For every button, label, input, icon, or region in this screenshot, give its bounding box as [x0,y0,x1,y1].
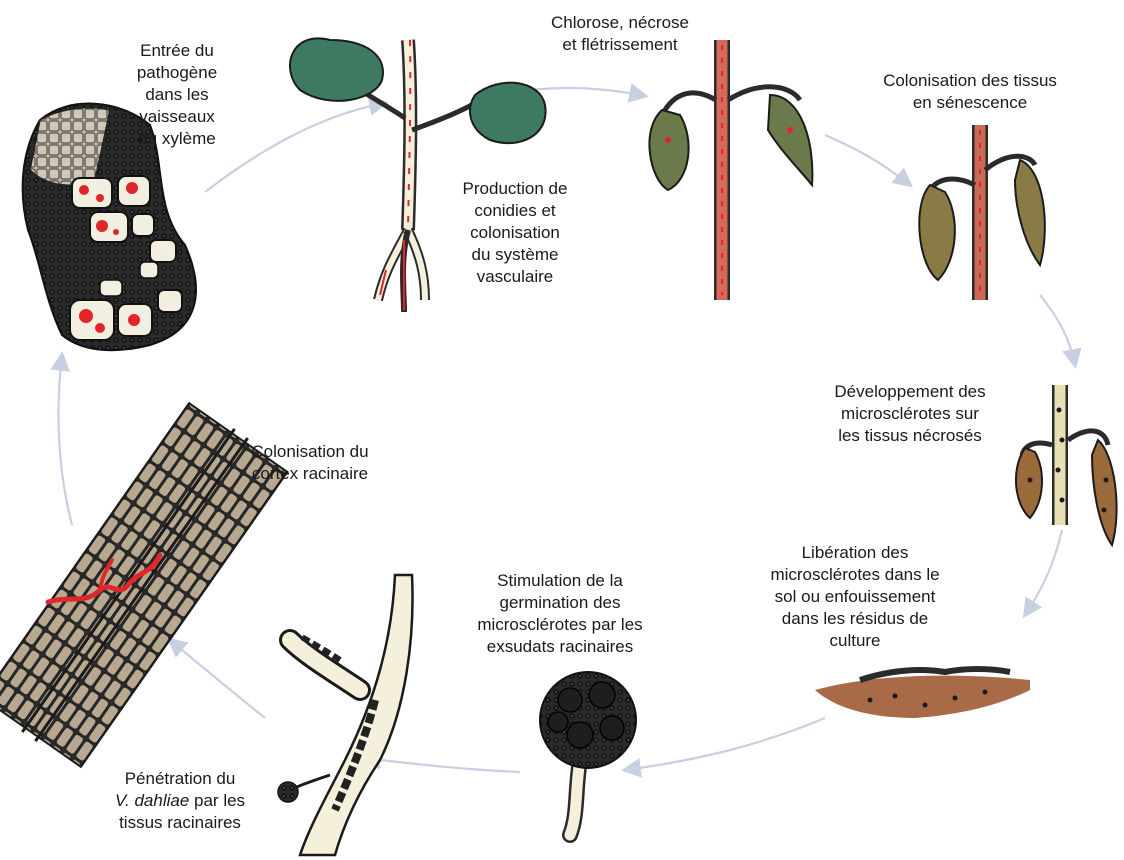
label-line: exsudats racinaires [445,636,675,658]
label-line: microsclérotes dans le [745,564,965,586]
arrow-cortex-to-entree [58,355,72,525]
label-line: Production de [450,178,580,200]
label-colonisation-cortex: Colonisation du cortex racinaire [225,441,395,485]
label-penetration: Pénétration du V. dahliae par les tissus… [85,768,275,834]
label-line: vaisseaux [112,106,242,128]
label-line: dans les [112,84,242,106]
label-line-rest: par les [189,791,245,810]
soil-residue-illustration [815,669,1030,718]
label-line: en sénescence [860,92,1080,114]
arrow-chlorose-to-senescence [825,135,910,185]
label-line: pathogène [112,62,242,84]
label-line: Entrée du [112,40,242,62]
label-line: Libération des [745,542,965,564]
label-line: vasculaire [450,266,580,288]
label-line: dans les résidus de [745,608,965,630]
label-chlorose-necrose: Chlorose, nécrose et flétrissement [520,12,720,56]
label-line: culture [745,630,965,652]
label-line: les tissus nécrosés [805,425,1015,447]
label-colonisation-senescence: Colonisation des tissus en sénescence [860,70,1080,114]
label-line: germination des [445,592,675,614]
label-line: V. dahliae par les [85,790,275,812]
label-developpement-microsclerotes: Développement des microsclérotes sur les… [805,381,1015,447]
germinating-microsclerotium-illustration [540,672,636,835]
label-liberation-microsclerotes: Libération des microsclérotes dans le so… [745,542,965,652]
label-entree-pathogene: Entrée du pathogène dans les vaisseaux d… [112,40,242,150]
label-line: sol ou enfouissement [745,586,965,608]
label-line: tissus racinaires [85,812,275,834]
wilting-plant-illustration [649,40,812,300]
arrow-senescence-to-developpement [1040,295,1075,365]
arrow-penetration-to-cortex [170,640,265,718]
arrow-liberation-to-stimulation [625,718,825,770]
label-line: conidies et [450,200,580,222]
arrow-stimulation-to-penetration [365,758,520,772]
arrow-developpement-to-liberation [1025,530,1062,615]
label-line: Pénétration du [85,768,275,790]
label-line: Stimulation de la [445,570,675,592]
label-line: du système [450,244,580,266]
label-line: du xylème [112,128,242,150]
label-line: Chlorose, nécrose [520,12,720,34]
label-line: Colonisation du [225,441,395,463]
label-stimulation-germination: Stimulation de la germination des micros… [445,570,675,658]
species-name: V. dahliae [115,791,189,810]
label-line: Développement des [805,381,1015,403]
arrow-production-to-chlorose [530,88,645,96]
label-production-conidies: Production de conidies et colonisation d… [450,178,580,288]
root-penetration-illustration [278,575,413,855]
necrotic-tissue-illustration [1016,385,1117,545]
label-line: microsclérotes sur [805,403,1015,425]
label-line: microsclérotes par les [445,614,675,636]
label-line: Colonisation des tissus [860,70,1080,92]
senescent-plant-illustration [919,125,1045,300]
label-line: colonisation [450,222,580,244]
label-line: cortex racinaire [225,463,395,485]
label-line: et flétrissement [520,34,720,56]
